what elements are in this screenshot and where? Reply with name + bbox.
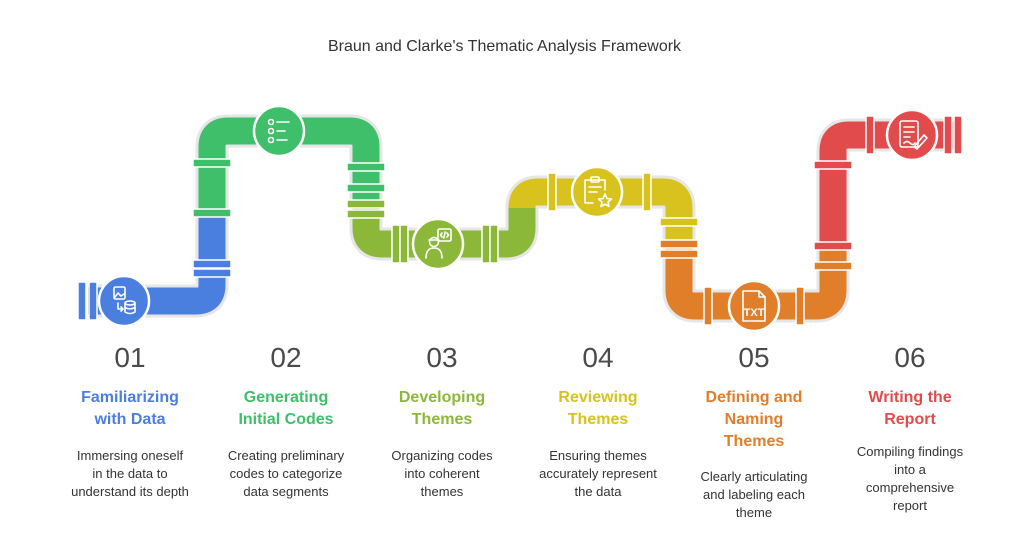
icon-circle [885, 108, 939, 162]
step-description: Compiling findings into a comprehensive … [830, 443, 990, 515]
pipe-joints [77, 115, 963, 326]
pipe-flange [659, 239, 699, 249]
diagram-title: Braun and Clarke's Thematic Analysis Fra… [327, 38, 682, 55]
description-line: into a [894, 462, 926, 477]
pipe-flange [346, 199, 386, 209]
description-line: report [893, 498, 927, 513]
step-icons: TXT [97, 104, 939, 333]
pipe-segment [88, 210, 226, 315]
step-heading: Writing the Report [830, 387, 990, 431]
pipe-flange [192, 259, 232, 269]
pipe-flange [489, 224, 499, 264]
pipe-flange [391, 224, 401, 264]
pipe-segment [508, 178, 693, 244]
step-description: Immersing oneself in the data to underst… [50, 447, 210, 501]
pipe-flange [547, 172, 557, 212]
step-number: 01 [114, 342, 146, 373]
pipe-flange [795, 286, 805, 326]
step-heading: Developing Themes [362, 387, 522, 431]
step-heading: Generating Initial Codes [206, 387, 366, 431]
pipe-flange [88, 281, 98, 321]
description-line: codes to categorize [229, 466, 343, 481]
description-line: in the data to [92, 466, 168, 481]
pipe-flange [813, 241, 853, 251]
heading-line: Developing [398, 389, 486, 406]
step-description: Creating preliminary codes to categorize… [206, 447, 366, 501]
icon-circle [727, 279, 781, 333]
step-description: Ensuring themes accurately represent the… [518, 447, 678, 501]
description-line: Organizing codes [391, 448, 493, 463]
description-line: understand its depth [71, 484, 189, 499]
pipe-flange [943, 115, 953, 155]
clipboard-star-icon [584, 176, 613, 208]
pipe-flange [192, 158, 232, 168]
pipe-flange [659, 217, 699, 227]
step-number: 04 [582, 342, 614, 373]
description-line: comprehensive [865, 480, 955, 495]
heading-line: Themes [567, 411, 629, 428]
description-line: the data [574, 484, 622, 499]
developer-icon [425, 228, 452, 259]
pipe-flange [813, 261, 853, 271]
heading-line: Familiarizing [81, 389, 179, 406]
heading-line: Themes [411, 411, 473, 428]
description-line: Immersing oneself [76, 448, 184, 463]
txt-label: TXT [744, 307, 765, 319]
heading-line: Defining and [705, 389, 803, 406]
image-database-icon [113, 286, 136, 315]
pipeline [88, 114, 962, 323]
pipe-flange [642, 172, 652, 212]
heading-line: Naming [724, 411, 784, 428]
code-list-icon [267, 118, 290, 144]
step-number: 03 [426, 342, 458, 373]
description-line: Ensuring themes [549, 448, 647, 463]
step-heading: Reviewing Themes [518, 387, 678, 431]
pipe-flange [813, 160, 853, 170]
description-line: themes [420, 484, 464, 499]
heading-line: Themes [723, 433, 785, 450]
step-description: Clearly articulating and labeling each t… [674, 468, 834, 522]
description-line: data segments [243, 484, 329, 499]
icon-circle [97, 274, 151, 328]
pipe-flange [77, 281, 87, 321]
description-line: Compiling findings [856, 444, 964, 459]
step-description: Organizing codes into coherent themes [362, 447, 522, 501]
description-line: Creating preliminary [227, 448, 345, 463]
description-line: into coherent [404, 466, 480, 481]
heading-line: Reviewing [558, 389, 638, 406]
description-line: theme [735, 505, 773, 520]
pipe-flange [865, 115, 875, 155]
pipe-flange [399, 224, 409, 264]
report-writing-icon [899, 120, 928, 150]
step-heading: Defining and Naming Themes [674, 387, 834, 453]
txt-file-icon: TXT [742, 290, 766, 322]
heading-line: Generating [243, 389, 329, 406]
heading-line: Writing the [868, 389, 952, 406]
step-heading: Familiarizing with Data [50, 387, 210, 431]
pipe-flange [481, 224, 491, 264]
pipe-flange [659, 249, 699, 259]
description-line: and labeling each [703, 487, 805, 502]
pipe-flange [346, 183, 386, 193]
step-number: 02 [270, 342, 302, 373]
heading-line: Initial Codes [238, 411, 334, 428]
heading-line: with Data [94, 411, 166, 428]
pipe-flange [346, 162, 386, 172]
description-line: accurately represent [539, 466, 657, 481]
step-number: 05 [738, 342, 770, 373]
pipe-flange [192, 208, 232, 218]
step-number: 06 [894, 342, 926, 373]
pipe-flange [346, 209, 386, 219]
pipe-segment [819, 121, 962, 246]
pipe-flange [953, 115, 963, 155]
pipe-flange [192, 268, 232, 278]
pipe-flange [703, 286, 713, 326]
description-line: Clearly articulating [700, 469, 808, 484]
heading-line: Report [884, 411, 936, 428]
